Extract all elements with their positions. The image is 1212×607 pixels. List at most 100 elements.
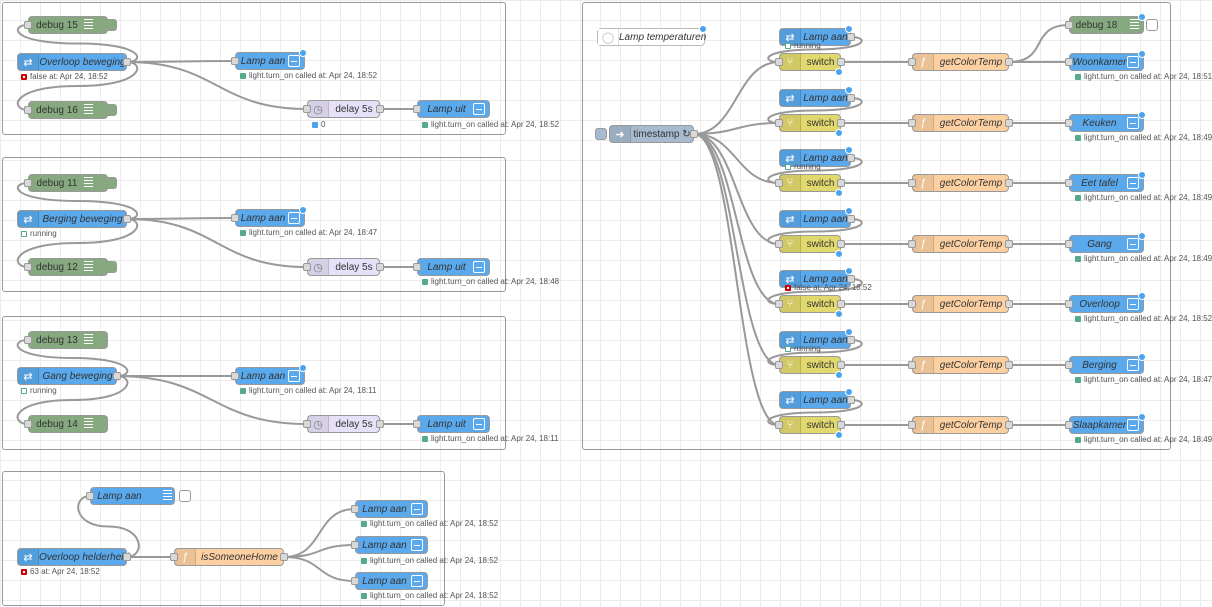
debug-toggle-button[interactable] <box>1146 19 1158 31</box>
output-port[interactable] <box>1005 300 1013 308</box>
input-port[interactable] <box>413 105 421 113</box>
is-someone-home-function-node[interactable]: ƒ isSomeoneHome <box>170 548 288 566</box>
input-port[interactable] <box>86 492 94 500</box>
output-port[interactable] <box>1005 240 1013 248</box>
input-port[interactable] <box>231 214 239 222</box>
lamp-target-node[interactable]: Berging <box>1065 353 1146 374</box>
get-color-temp-function-node[interactable]: ƒ getColorTemp <box>908 53 1013 71</box>
lamp-aan-trigger-node[interactable]: ⇄ Lamp aan <box>779 86 855 107</box>
input-port[interactable] <box>303 420 311 428</box>
switch-node[interactable]: ⑂ switch <box>775 235 845 258</box>
input-port[interactable] <box>170 553 178 561</box>
switch-node[interactable]: ⑂ switch <box>775 174 845 197</box>
output-port[interactable] <box>847 215 855 223</box>
lamp-uit-node[interactable]: Lamp uit <box>413 415 490 433</box>
debug-toggle-button[interactable] <box>179 490 191 502</box>
input-port[interactable] <box>24 179 32 187</box>
input-port[interactable] <box>303 263 311 271</box>
switch-node[interactable]: ⑂ switch <box>775 416 845 439</box>
lamp-uit-node[interactable]: Lamp uit <box>413 100 490 118</box>
lamp-uit-node[interactable]: Lamp uit <box>413 258 490 276</box>
input-port[interactable] <box>908 179 916 187</box>
input-port[interactable] <box>775 119 783 127</box>
input-port[interactable] <box>351 577 359 585</box>
input-port[interactable] <box>24 21 32 29</box>
debug-11-node[interactable]: debug 11 <box>24 174 108 192</box>
input-port[interactable] <box>775 421 783 429</box>
delay-node[interactable]: ◷ delay 5s <box>303 100 384 118</box>
input-port[interactable] <box>413 420 421 428</box>
lamp-target-node[interactable]: Gang <box>1065 232 1146 253</box>
output-port[interactable] <box>690 130 698 138</box>
output-port[interactable] <box>847 336 855 344</box>
output-port[interactable] <box>376 105 384 113</box>
input-port[interactable] <box>1065 240 1073 248</box>
output-port[interactable] <box>113 372 121 380</box>
output-port[interactable] <box>837 300 845 308</box>
berging-beweging-trigger-node[interactable]: ⇄ Berging beweging <box>17 210 131 228</box>
input-port[interactable] <box>908 240 916 248</box>
overloop-helderheid-trigger-node[interactable]: ⇄ Overloop helderheid <box>17 548 131 566</box>
lamp-target-node[interactable]: Eet tafel <box>1065 171 1146 192</box>
debug-toggle-button[interactable] <box>105 104 117 116</box>
lamp-aan-trigger-node[interactable]: ⇄ Lamp aan <box>779 328 855 349</box>
debug-13-node[interactable]: debug 13 <box>24 331 108 349</box>
timestamp-inject-node[interactable]: ➜ timestamp ↻ <box>609 125 698 143</box>
input-port[interactable] <box>775 240 783 248</box>
lamp-aan-node[interactable]: Lamp aan <box>351 572 428 590</box>
overloop-beweging-trigger-node[interactable]: ⇄ Overloop beweging <box>17 53 131 71</box>
output-port[interactable] <box>847 275 855 283</box>
output-port[interactable] <box>837 119 845 127</box>
output-port[interactable] <box>847 154 855 162</box>
switch-node[interactable]: ⑂ switch <box>775 114 845 137</box>
output-port[interactable] <box>123 58 131 66</box>
output-port[interactable] <box>376 263 384 271</box>
lamp-aan-node[interactable]: Lamp aan <box>231 364 307 385</box>
output-port[interactable] <box>1005 179 1013 187</box>
input-port[interactable] <box>908 58 916 66</box>
input-port[interactable] <box>775 179 783 187</box>
delay-node[interactable]: ◷ delay 5s <box>303 258 384 276</box>
output-port[interactable] <box>1005 58 1013 66</box>
lamp-aan-trigger-node[interactable]: ⇄ Lamp aan <box>779 207 855 228</box>
input-port[interactable] <box>1065 300 1073 308</box>
input-port[interactable] <box>413 263 421 271</box>
output-port[interactable] <box>837 421 845 429</box>
output-port[interactable] <box>847 94 855 102</box>
lamp-aan-node[interactable]: Lamp aan <box>351 500 428 518</box>
debug-18-node[interactable]: debug 18 <box>1065 13 1146 34</box>
get-color-temp-function-node[interactable]: ƒ getColorTemp <box>908 356 1013 374</box>
lamp-aan-node[interactable]: Lamp aan <box>231 206 307 227</box>
input-port[interactable] <box>1065 21 1073 29</box>
input-port[interactable] <box>231 57 239 65</box>
output-port[interactable] <box>837 240 845 248</box>
output-port[interactable] <box>847 396 855 404</box>
gang-beweging-trigger-node[interactable]: ⇄ Gang beweging <box>17 367 121 385</box>
output-port[interactable] <box>123 553 131 561</box>
debug-toggle-button[interactable] <box>105 261 117 273</box>
debug-12-node[interactable]: debug 12 <box>24 258 108 276</box>
output-port[interactable] <box>1005 421 1013 429</box>
output-port[interactable] <box>280 553 288 561</box>
lamp-aan-trigger-node[interactable]: ⇄ Lamp aan <box>779 146 855 167</box>
input-port[interactable] <box>24 263 32 271</box>
input-port[interactable] <box>908 361 916 369</box>
input-port[interactable] <box>24 420 32 428</box>
input-port[interactable] <box>231 372 239 380</box>
output-port[interactable] <box>837 58 845 66</box>
lamp-aan-node[interactable]: Lamp aan <box>351 536 428 554</box>
input-port[interactable] <box>1065 179 1073 187</box>
output-port[interactable] <box>847 33 855 41</box>
lamp-target-node[interactable]: Woonkamer <box>1065 50 1146 71</box>
lamp-aan-top-node[interactable]: Lamp aan <box>86 487 175 505</box>
input-port[interactable] <box>908 421 916 429</box>
output-port[interactable] <box>1005 361 1013 369</box>
get-color-temp-function-node[interactable]: ƒ getColorTemp <box>908 174 1013 192</box>
lamp-aan-trigger-node[interactable]: ⇄ Lamp aan <box>779 388 855 409</box>
switch-node[interactable]: ⑂ switch <box>775 53 845 76</box>
lamp-aan-trigger-node[interactable]: ⇄ Lamp aan <box>779 267 855 288</box>
output-port[interactable] <box>1005 119 1013 127</box>
input-port[interactable] <box>24 336 32 344</box>
input-port[interactable] <box>24 106 32 114</box>
input-port[interactable] <box>908 119 916 127</box>
